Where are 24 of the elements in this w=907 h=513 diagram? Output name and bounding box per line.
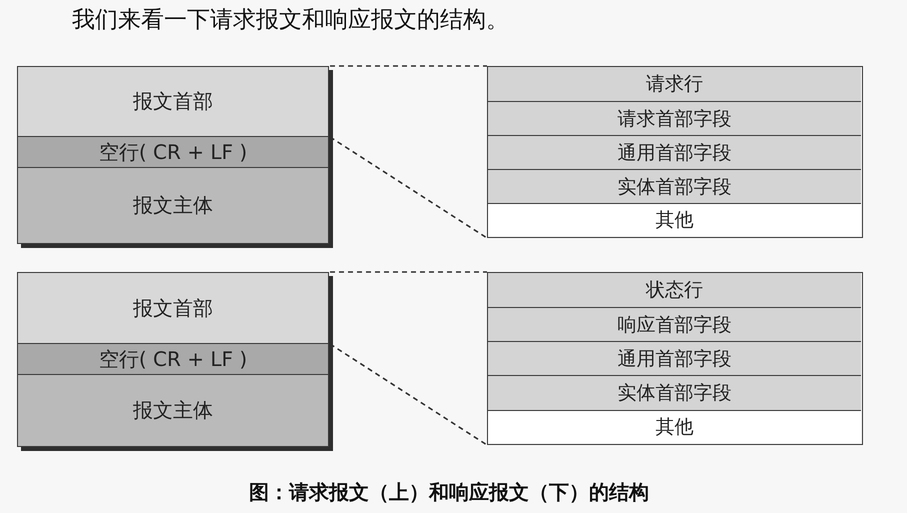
zoom-line	[330, 271, 487, 273]
field-row: 其他	[488, 203, 861, 236]
field-row: 状态行	[488, 273, 861, 307]
message-box	[17, 272, 333, 451]
field-row: 其他	[488, 410, 861, 443]
message-section: 报文主体	[17, 374, 329, 447]
field-table	[487, 272, 863, 445]
field-row: 响应首部字段	[488, 307, 861, 341]
message-section: 报文首部	[17, 66, 329, 137]
heading-text: 我们来看一下请求报文和响应报文的结构。	[72, 6, 509, 35]
message-section: 报文主体	[17, 167, 329, 244]
message-section: 空行( CR + LF )	[17, 136, 329, 168]
zoom-line	[330, 65, 487, 67]
field-row: 通用首部字段	[488, 135, 861, 169]
field-row: 实体首部字段	[488, 169, 861, 203]
figure-caption: 图：请求报文（上）和响应报文（下）的结构	[249, 479, 649, 505]
field-row: 通用首部字段	[488, 341, 861, 375]
field-row: 请求首部字段	[488, 101, 861, 135]
message-box	[17, 66, 333, 248]
field-row: 请求行	[488, 67, 861, 101]
field-row: 实体首部字段	[488, 375, 861, 410]
message-section: 报文首部	[17, 272, 329, 344]
field-table	[487, 66, 863, 238]
message-section: 空行( CR + LF )	[17, 342, 329, 376]
